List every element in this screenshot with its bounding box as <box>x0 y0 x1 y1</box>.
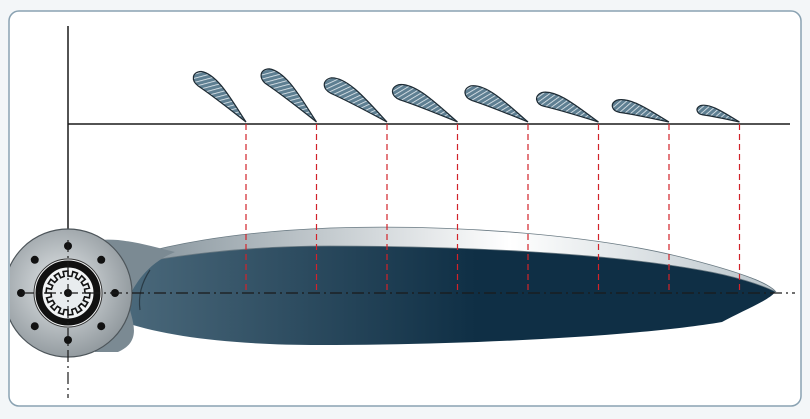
hub-bolt <box>30 255 39 264</box>
airfoil-section <box>323 77 388 123</box>
hub-bolt <box>97 255 106 264</box>
airfoil-section <box>464 85 529 123</box>
airfoil-section <box>391 84 458 123</box>
hub-bolt <box>30 322 39 331</box>
hub-bolt <box>17 289 25 297</box>
airfoil-section <box>192 70 247 123</box>
hub-bolts <box>17 242 119 344</box>
blade-stations <box>192 68 741 293</box>
airfoil-section <box>536 91 599 123</box>
hub-bolt <box>97 322 106 331</box>
blade-leading-edge <box>109 226 777 293</box>
airfoil-section <box>696 104 740 123</box>
airfoil-section <box>611 98 670 123</box>
airfoil-section <box>260 68 318 123</box>
diagram-frame <box>8 10 802 407</box>
